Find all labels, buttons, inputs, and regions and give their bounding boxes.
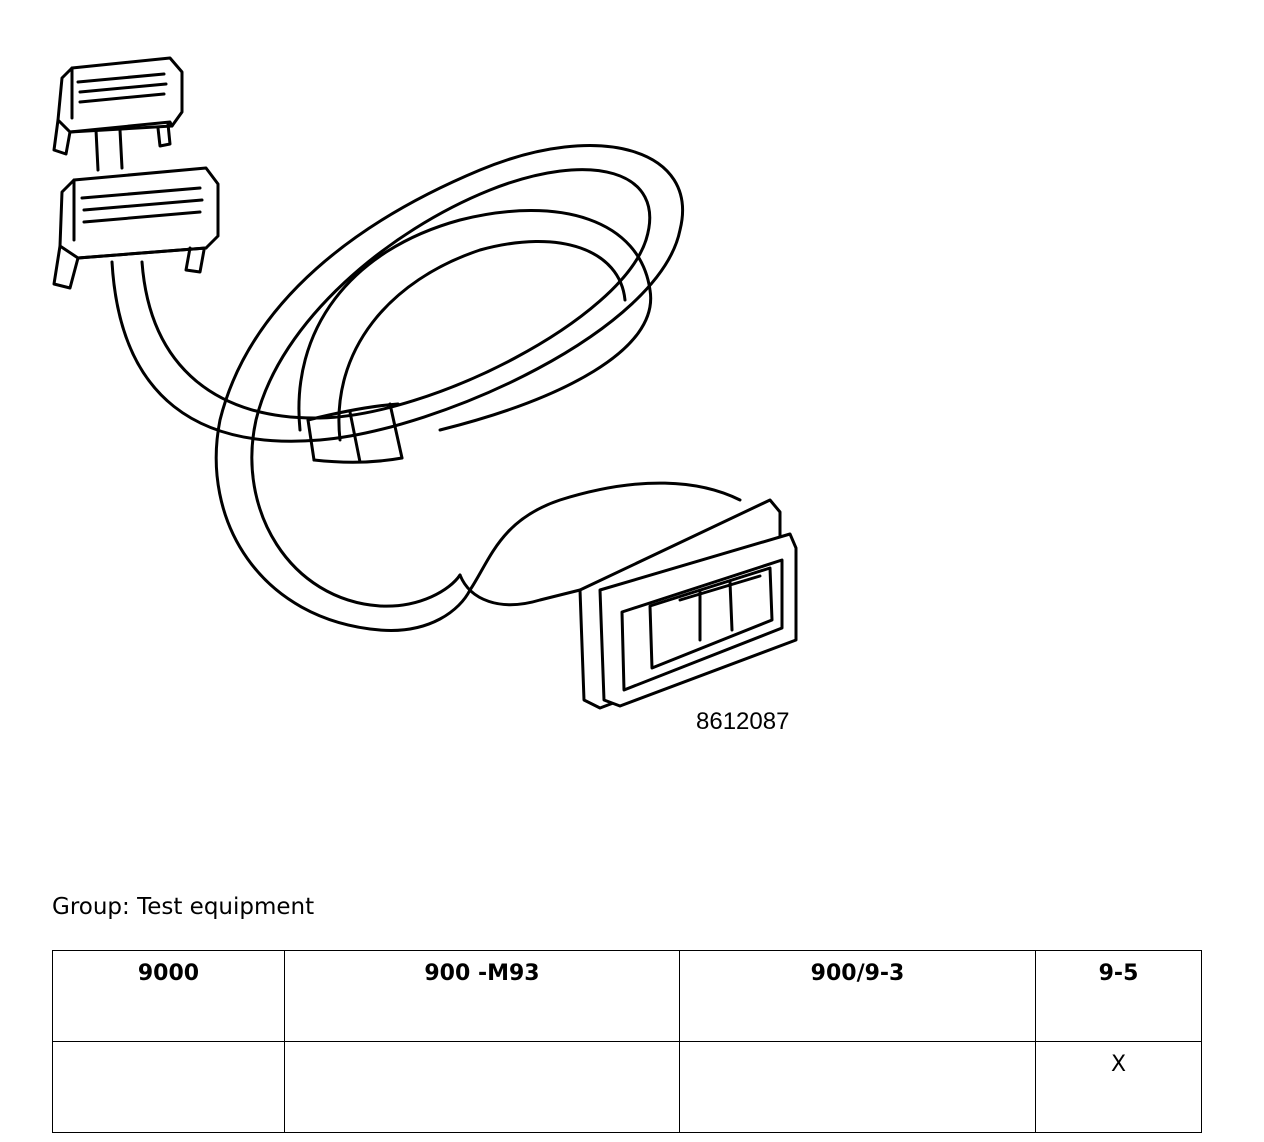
group-label: Group: Test equipment [52, 894, 315, 920]
cable-harness-illustration [52, 56, 798, 710]
cell-9000 [52, 1041, 285, 1133]
second-dsub-connector [52, 166, 220, 290]
ecu-connector [578, 498, 798, 710]
part-number-label: 8612087 [696, 708, 790, 735]
cell-900-m93 [284, 1041, 680, 1133]
table-header-row: 9000 900 -M93 900/9-3 9-5 [52, 950, 1202, 1042]
cable-sleeve [306, 402, 404, 464]
header-900-m93: 900 -M93 [284, 950, 680, 1042]
cell-9-5: X [1035, 1041, 1202, 1133]
header-9-5: 9-5 [1035, 950, 1202, 1042]
cell-900-9-3 [679, 1041, 1036, 1133]
model-applicability-table: 9000 900 -M93 900/9-3 9-5 X [52, 950, 1202, 1133]
header-900-9-3: 900/9-3 [679, 950, 1036, 1042]
top-dsub-connector [52, 56, 184, 172]
table-row: X [52, 1041, 1202, 1133]
header-9000: 9000 [52, 950, 285, 1042]
